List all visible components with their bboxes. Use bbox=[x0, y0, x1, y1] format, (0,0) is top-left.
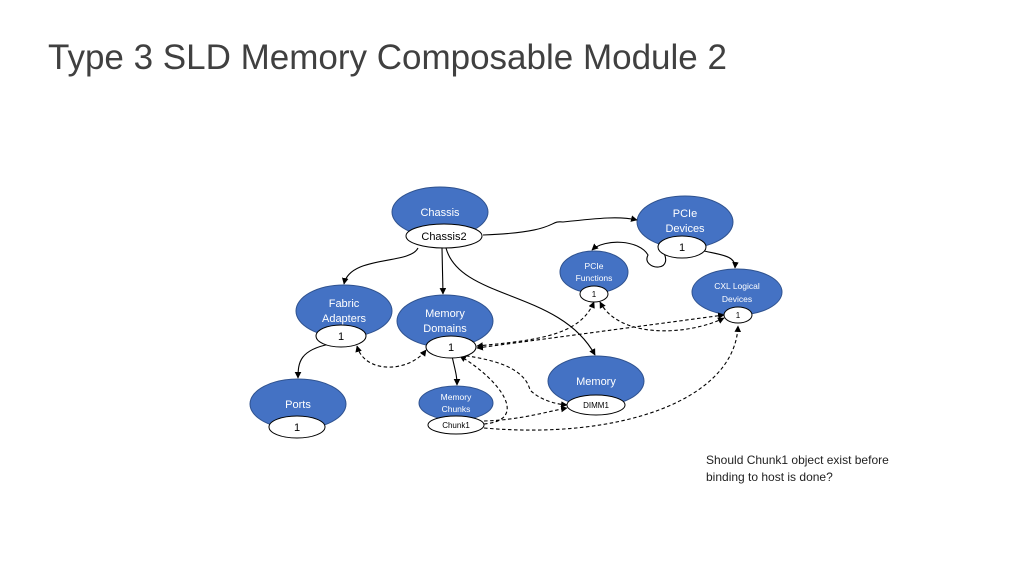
instance-fabric-adapters-1[interactable]: 1 bbox=[315, 324, 367, 348]
edge-chassis-memory-domains bbox=[439, 247, 447, 295]
instance-chassis2-label: Chassis2 bbox=[421, 231, 466, 243]
svg-text:Devices: Devices bbox=[665, 223, 705, 235]
svg-text:Chunks: Chunks bbox=[442, 404, 471, 414]
svg-text:PCIe: PCIe bbox=[673, 208, 697, 220]
instance-pcie-functions-1[interactable]: 1 bbox=[579, 285, 609, 303]
instance-fabric-adapters-1-label: 1 bbox=[338, 331, 344, 343]
edge-memory-domain-1-dimm1 bbox=[459, 354, 568, 408]
svg-text:CXL Logical: CXL Logical bbox=[714, 281, 760, 291]
instance-chunk1-label: Chunk1 bbox=[442, 421, 470, 430]
svg-text:Ports: Ports bbox=[285, 399, 311, 411]
node-pcie-functions-label-2: Functions bbox=[576, 273, 613, 283]
edge-chassis-fabric-adapters bbox=[341, 247, 419, 285]
node-chassis-label: Chassis bbox=[420, 207, 460, 219]
edge-chunk1-cxl-logical-1 bbox=[483, 325, 742, 431]
node-memory-domains-label-2: Domains bbox=[423, 323, 467, 335]
edge-pcie-devices-pcie-functions bbox=[591, 241, 667, 268]
node-ports-label: Ports bbox=[285, 399, 311, 411]
node-pcie-devices-label-1: PCIe bbox=[673, 208, 697, 220]
node-cxl-logical-devices-label-1: CXL Logical bbox=[714, 281, 760, 291]
instance-dimm1[interactable]: DIMM1 bbox=[566, 394, 626, 416]
svg-text:Memory: Memory bbox=[576, 376, 616, 388]
instance-chassis2[interactable]: Chassis2 bbox=[405, 223, 483, 249]
node-memory-chunks-label-2: Chunks bbox=[442, 404, 471, 414]
node-memory-chunks: Memory Chunks bbox=[418, 385, 494, 421]
instance-dimm1-label: DIMM1 bbox=[583, 401, 609, 410]
svg-text:PCIe: PCIe bbox=[585, 261, 604, 271]
edge-chunk1-memory-domain-1 bbox=[459, 355, 508, 425]
node-fabric-adapters: Fabric Adapters bbox=[295, 284, 393, 338]
instance-pcie-devices-1-label: 1 bbox=[679, 242, 685, 254]
instance-cxl-logical-devices-1-label: 1 bbox=[736, 311, 741, 320]
edge-pcie-devices-cxl-logical bbox=[699, 249, 739, 269]
instance-ports-1-label: 1 bbox=[294, 422, 300, 434]
svg-text:Memory: Memory bbox=[425, 308, 465, 320]
node-cxl-logical-devices-label-2: Devices bbox=[722, 294, 752, 304]
slide-title: Type 3 SLD Memory Composable Module 2 bbox=[48, 38, 727, 77]
node-pcie-devices: PCIe Devices bbox=[636, 195, 734, 249]
node-memory-domains-label-1: Memory bbox=[425, 308, 465, 320]
instance-memory-domains-1-label: 1 bbox=[448, 342, 454, 354]
instance-ports-1[interactable]: 1 bbox=[268, 415, 326, 439]
edge-fabric-1-memory-domain-1 bbox=[355, 345, 427, 368]
instance-pcie-functions-1-label: 1 bbox=[592, 290, 597, 299]
svg-text:Functions: Functions bbox=[576, 273, 613, 283]
instance-pcie-devices-1[interactable]: 1 bbox=[657, 235, 707, 259]
node-fabric-adapters-label-1: Fabric bbox=[329, 298, 360, 310]
node-memory-chunks-label-1: Memory bbox=[441, 392, 472, 402]
svg-text:Domains: Domains bbox=[423, 323, 467, 335]
svg-text:Memory: Memory bbox=[441, 392, 472, 402]
node-pcie-devices-label-2: Devices bbox=[665, 223, 705, 235]
svg-text:Adapters: Adapters bbox=[322, 313, 367, 325]
node-fabric-adapters-label-2: Adapters bbox=[322, 313, 367, 325]
node-chassis: Chassis bbox=[391, 186, 489, 238]
note-text: Should Chunk1 object exist before bindin… bbox=[706, 453, 889, 484]
instance-cxl-logical-devices-1[interactable]: 1 bbox=[723, 306, 753, 324]
node-pcie-functions: PCIe Functions bbox=[559, 250, 629, 294]
node-memory-label: Memory bbox=[576, 376, 616, 388]
node-pcie-functions-label-1: PCIe bbox=[585, 261, 604, 271]
edge-fabric-adapters-ports bbox=[294, 343, 331, 379]
edge-chunk1-dimm1 bbox=[483, 405, 568, 422]
edge-chassis-pcie-devices bbox=[482, 215, 638, 236]
node-ports: Ports bbox=[249, 378, 347, 430]
node-memory: Memory bbox=[547, 355, 645, 407]
instance-chunk1[interactable]: Chunk1 bbox=[427, 415, 485, 435]
edge-memory-domain-1-pcie-function-1 bbox=[476, 301, 595, 349]
instance-memory-domains-1[interactable]: 1 bbox=[425, 335, 477, 359]
svg-text:Fabric: Fabric bbox=[329, 298, 360, 310]
svg-text:Chassis: Chassis bbox=[420, 207, 460, 219]
svg-text:Devices: Devices bbox=[722, 294, 752, 304]
edge-memory-domain-1-cxl-logical-1 bbox=[476, 312, 725, 351]
edge-memory-domains-memory-chunks bbox=[451, 355, 461, 386]
